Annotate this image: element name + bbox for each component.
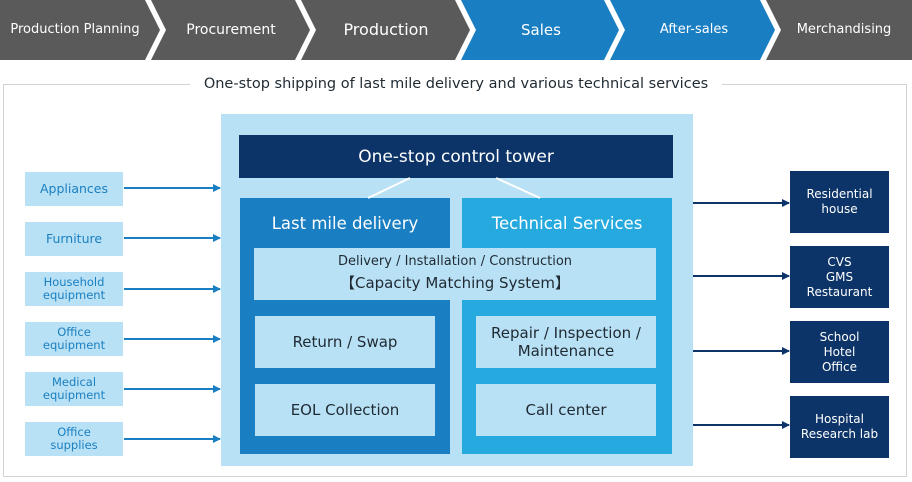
step-label-production-planning: Production Planning: [10, 22, 140, 37]
output-hospital-line-1: Hospital: [815, 412, 864, 426]
repair-inspection-box: Repair / Inspection / Maintenance: [476, 316, 656, 368]
output-school-line-1: School: [819, 329, 860, 344]
input-appliances: Appliances: [25, 172, 123, 206]
chevron-procurement: [151, 0, 310, 60]
output-residential: Residential house: [790, 171, 889, 233]
input-household-equipment: Household equipment: [25, 272, 123, 306]
output-residential-line-1: Residential: [806, 187, 873, 201]
chevron-after-sales: [610, 0, 775, 60]
frame-title-text: One-stop shipping of last mile delivery …: [189, 76, 723, 92]
input-office-equipment: Office equipment: [25, 322, 123, 356]
chevron-sales: [461, 0, 619, 60]
step-label-procurement: Procurement: [186, 22, 276, 38]
eol-collection-box: EOL Collection: [255, 384, 435, 436]
step-label-merchandising: Merchandising: [796, 22, 892, 37]
frame-title: One-stop shipping of last mile delivery …: [0, 73, 912, 95]
tower-link-right: [495, 177, 541, 199]
output-cvs-gms-restaurant: CVS GMS Restaurant: [790, 246, 889, 308]
output-cvs-line-3: Restaurant: [806, 284, 873, 299]
tower-link-left: [367, 177, 411, 199]
step-label-production: Production: [343, 20, 429, 39]
chevron-production: [301, 0, 470, 60]
last-mile-heading: Last mile delivery: [271, 213, 419, 233]
output-school-hotel-office: School Hotel Office: [790, 321, 889, 383]
input-office-supplies: Office supplies: [25, 422, 123, 456]
chevron-production-planning: [0, 0, 160, 60]
step-label-sales: Sales: [521, 21, 561, 39]
call-center-box: Call center: [476, 384, 656, 436]
output-cvs-line-2: GMS: [825, 269, 854, 284]
control-tower-box: One-stop control tower: [239, 135, 673, 178]
technical-services-heading: Technical Services: [491, 213, 643, 233]
input-furniture: Furniture: [25, 222, 123, 256]
output-cvs-line-1: CVS: [827, 254, 852, 269]
output-residential-line-2: house: [821, 202, 858, 216]
output-school-line-3: Office: [821, 359, 858, 374]
capacity-matching-bar: Delivery / Installation / Construction 【…: [254, 248, 656, 300]
process-chevron-bar: [0, 0, 912, 60]
step-label-after-sales: After-sales: [659, 22, 729, 37]
delivery-installation-text: Delivery / Installation / Construction: [337, 254, 573, 269]
output-school-line-2: Hotel: [823, 344, 856, 359]
output-hospital-line-2: Research lab: [800, 427, 879, 441]
return-swap-box: Return / Swap: [255, 316, 435, 368]
capacity-matching-text: 【Capacity Matching System】: [340, 274, 570, 292]
chevron-merchandising: [766, 0, 912, 60]
input-medical-equipment: Medical equipment: [25, 372, 123, 406]
output-hospital-research: Hospital Research lab: [790, 396, 889, 458]
